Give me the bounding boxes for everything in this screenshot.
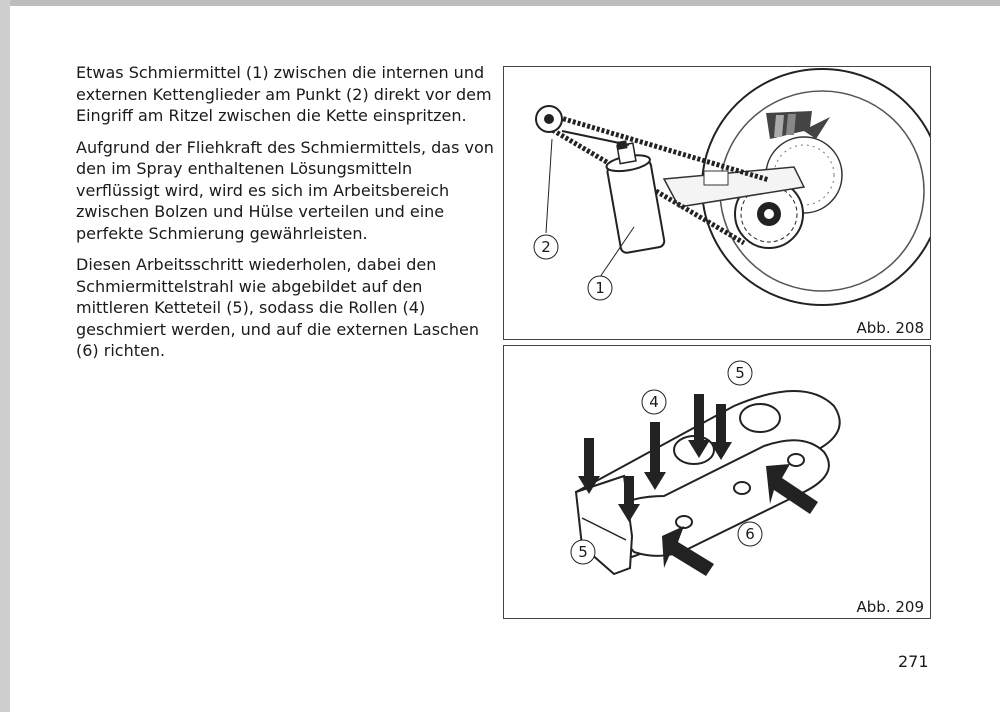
paragraph-centrifugal-force: Aufgrund der Fliehkraft des Schmiermitte… [76, 137, 494, 243]
callout-2: 2 [541, 238, 551, 256]
figure-chain-spray: 2 1 Abb. 208 [503, 66, 931, 340]
chain-links-illustration: 5 4 6 5 [570, 360, 841, 576]
callout-1: 1 [595, 279, 605, 297]
paragraph-spray-lubricant: Etwas Schmiermittel (1) zwischen die int… [76, 63, 492, 125]
page-number: 271 [898, 652, 929, 671]
figure-caption-208: Abb. 208 [856, 319, 924, 337]
chain-spray-illustration: 2 1 [533, 68, 930, 306]
callout-5-top: 5 [735, 364, 745, 382]
figure-chain-links: 5 4 6 5 Abb. 209 [503, 345, 931, 619]
callout-6: 6 [745, 525, 755, 543]
callout-5-bottom: 5 [578, 543, 588, 561]
body-text-column: Etwas Schmiermittel (1) zwischen die int… [76, 62, 496, 372]
figure-caption-209: Abb. 209 [856, 598, 924, 616]
viewer-top-border [0, 0, 1000, 6]
viewer-left-border [0, 0, 10, 712]
paragraph-repeat-step: Diesen Arbeitsschritt wiederholen, dabei… [76, 255, 479, 360]
callout-4: 4 [649, 393, 659, 411]
